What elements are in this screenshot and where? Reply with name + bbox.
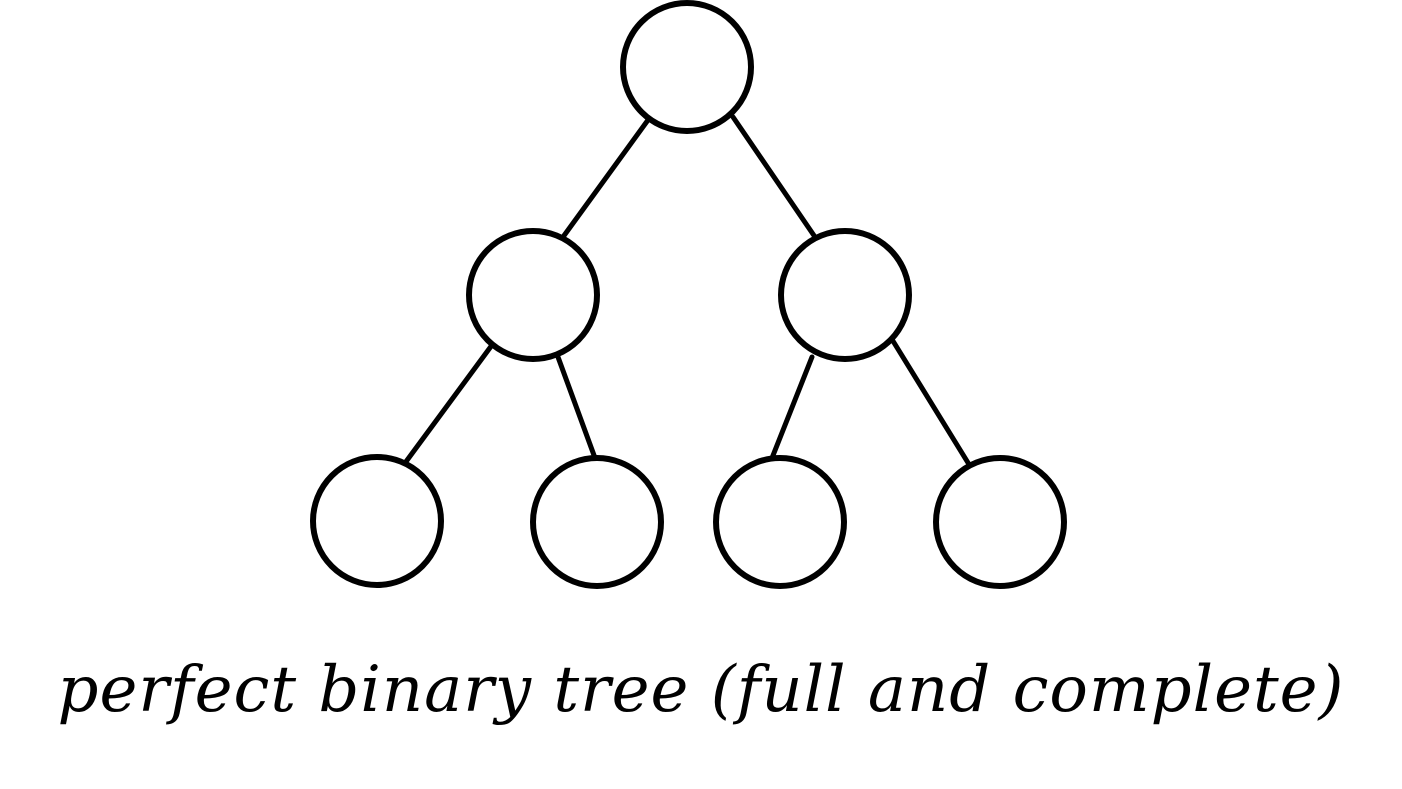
tree-edge	[769, 354, 815, 461]
tree-node-leaf	[933, 455, 1067, 589]
tree-node-root	[620, 0, 754, 134]
tree-edge	[402, 342, 495, 466]
tree-node-leaf	[713, 455, 847, 589]
tree-node-leaf	[530, 455, 664, 589]
tree-edge	[560, 117, 651, 240]
tree-edge	[730, 114, 818, 240]
diagram-caption: perfect binary tree (full and complete)	[57, 653, 1345, 727]
tree-node-left-child	[466, 228, 600, 362]
tree-node-leaf	[310, 454, 444, 588]
tree-edge	[890, 338, 973, 469]
tree-node-right-child	[778, 228, 912, 362]
tree-edge	[555, 354, 598, 461]
